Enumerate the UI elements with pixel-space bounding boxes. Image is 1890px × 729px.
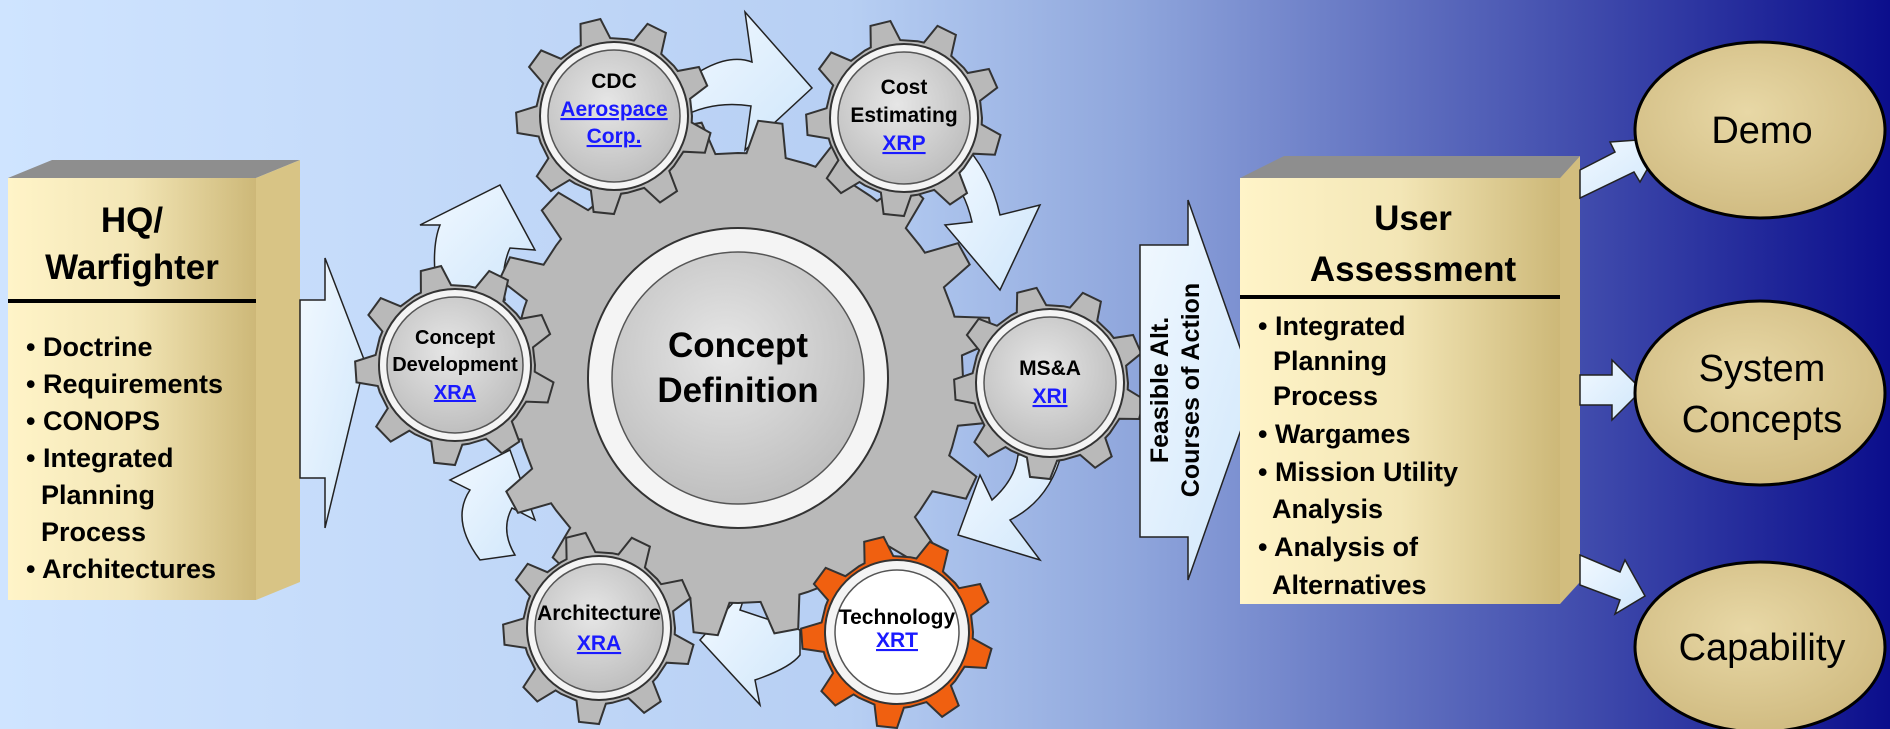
cost-link-xrp[interactable]: XRP (882, 132, 925, 155)
concept-dev-label-line2: Development (392, 354, 518, 376)
user-box-front-face (1240, 178, 1560, 604)
arrow-msa-to-tech (957, 451, 1063, 562)
hq-box-side-face (256, 160, 300, 600)
concept-definition-line1: Concept (668, 326, 808, 365)
capability-label: Capability (1679, 627, 1846, 669)
arrow-cdc-to-cost (671, 9, 814, 152)
user-bullet-6: Analysis (1258, 494, 1383, 524)
concept-dev-label-line1: Concept (415, 327, 495, 349)
hq-bullet-5: Planning (26, 480, 155, 510)
center-gear (479, 119, 997, 637)
concept-dev-link-xra[interactable]: XRA (434, 382, 476, 404)
user-bullet-2: Planning (1258, 346, 1387, 376)
technology-gear (800, 535, 993, 729)
system-concepts-line1: System (1699, 348, 1826, 390)
system-concepts-line2: Concepts (1682, 399, 1843, 441)
hq-title-line2: Warfighter (45, 248, 219, 287)
cdc-link-corp[interactable]: Corp. (587, 125, 642, 148)
hq-bullet-7: • Architectures (26, 554, 216, 584)
feasible-arrow-shape (1139, 199, 1256, 581)
feasible-label-line1: Feasible Alt. (1146, 317, 1174, 463)
msa-gear (953, 286, 1146, 481)
feasible-label-line2: Courses of Action (1177, 283, 1205, 497)
cost-estimating-gear-face (837, 51, 971, 185)
demo-oval (1633, 40, 1887, 220)
technology-link-xrt[interactable]: XRT (876, 629, 918, 652)
hq-bullet-3: • CONOPS (26, 406, 160, 436)
user-bullet-3: Process (1258, 381, 1378, 411)
user-bullet-4: • Wargames (1258, 419, 1411, 449)
cdc-link-aerospace[interactable]: Aerospace (560, 98, 667, 121)
user-bullet-7: • Analysis of (1258, 532, 1419, 562)
cdc-gear-face (547, 49, 681, 183)
architecture-gear (502, 531, 695, 726)
arrow-hq-to-concept-dev (299, 257, 366, 529)
hq-bullet-4: • Integrated (26, 443, 173, 473)
hq-bullet-1: • Doctrine (26, 332, 152, 362)
outcome-ovals: Demo System Concepts Capability (1633, 40, 1887, 729)
msa-label: MS&A (1019, 357, 1081, 380)
cost-label-line2: Estimating (850, 104, 957, 127)
user-bullet-8: Alternatives (1258, 570, 1427, 600)
user-assessment-box: User Assessment • Integrated Planning Pr… (1240, 156, 1580, 604)
system-concepts-oval (1633, 299, 1887, 487)
hq-bullet-2: • Requirements (26, 369, 223, 399)
center-gear-face (611, 251, 865, 505)
concept-development-gear (354, 264, 555, 467)
demo-label: Demo (1711, 110, 1812, 152)
gear-layer (354, 17, 1146, 729)
feasible-alternatives-arrow: Feasible Alt. Courses of Action (1139, 199, 1256, 581)
arrow-arch-to-cd (448, 448, 537, 561)
arrow-to-capability (1579, 553, 1647, 616)
hq-title-line1: HQ/ (101, 201, 164, 240)
cdc-label: CDC (591, 70, 637, 93)
architecture-gear-face (534, 563, 664, 693)
user-bullet-5: • Mission Utility (1258, 457, 1458, 487)
user-box-side-face (1560, 156, 1580, 604)
hq-box-front-face (8, 178, 256, 600)
technology-label: Technology (839, 606, 956, 629)
user-box-top-face (1240, 156, 1580, 178)
msa-link-xri[interactable]: XRI (1032, 385, 1067, 408)
technology-gear-face (834, 569, 960, 695)
capability-oval (1633, 560, 1887, 729)
architecture-link-xra[interactable]: XRA (577, 632, 621, 655)
gear-flow-arrows (419, 9, 1063, 708)
hq-box-top-face (8, 160, 300, 178)
user-title-line2: Assessment (1310, 250, 1517, 289)
cdc-gear (515, 17, 712, 216)
user-bullet-1: • Integrated (1258, 311, 1405, 341)
cost-estimating-gear (805, 19, 1002, 218)
hq-warfighter-box: HQ/ Warfighter • Doctrine • Requirements… (8, 160, 300, 600)
cost-label-line1: Cost (881, 76, 928, 99)
arrow-to-system-concepts (1579, 358, 1644, 422)
architecture-label: Architecture (537, 602, 661, 625)
user-title-line1: User (1374, 199, 1452, 238)
concept-definition-line2: Definition (657, 371, 818, 410)
msa-gear-face (983, 316, 1117, 450)
hq-bullet-6: Process (26, 517, 146, 547)
concept-development-gear-face (386, 296, 524, 434)
